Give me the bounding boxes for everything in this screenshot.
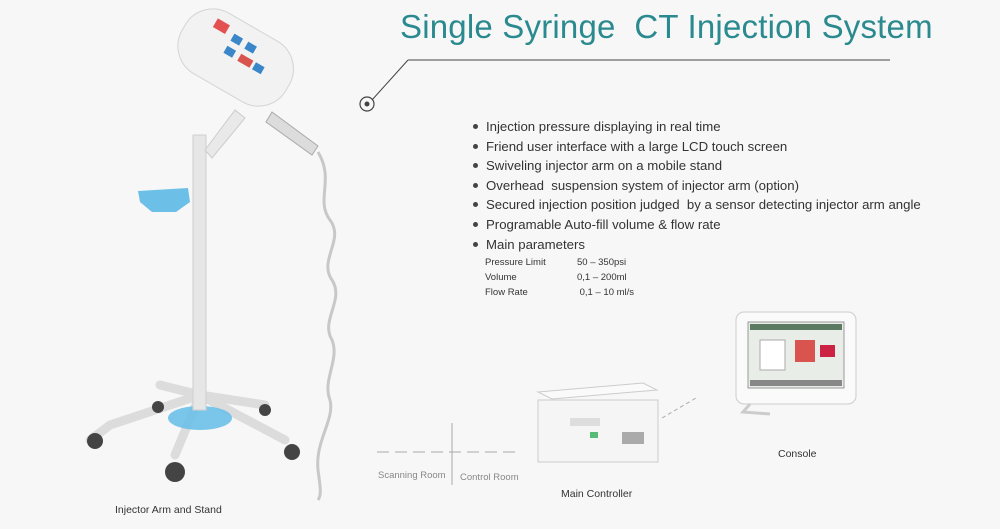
control-room-label: Control Room <box>460 472 519 483</box>
callout-pointer <box>371 59 890 101</box>
param-row: Flow Rate 0,1 – 10 ml/s <box>485 285 634 300</box>
param-value: 0,1 – 200ml <box>577 272 627 283</box>
room-divider <box>377 423 520 485</box>
feature-item: Swiveling injector arm on a mobile stand <box>470 156 921 176</box>
page-title: Single Syringe CT Injection System <box>400 8 933 45</box>
feature-item: Programable Auto-fill volume & flow rate <box>470 215 921 235</box>
param-row: Pressure Limit 50 – 350psi <box>485 255 634 270</box>
param-row: Volume 0,1 – 200ml <box>485 270 634 285</box>
feature-item: Overhead suspension system of injector a… <box>470 176 921 196</box>
scanning-room-label: Scanning Room <box>378 470 446 481</box>
param-label: Volume <box>485 272 517 283</box>
console-caption: Console <box>778 448 817 460</box>
injector-stand <box>85 8 338 501</box>
console-device <box>735 311 857 416</box>
injector-caption: Injector Arm and Stand <box>115 504 222 516</box>
feature-item: Main parameters <box>470 235 921 255</box>
target-icon <box>359 96 375 112</box>
main-controller-caption: Main Controller <box>561 488 633 500</box>
feature-list: Injection pressure displaying in real ti… <box>470 117 921 254</box>
feature-item: Injection pressure displaying in real ti… <box>470 117 921 137</box>
parameters-table: Pressure Limit 50 – 350psi Volume 0,1 – … <box>485 255 634 300</box>
param-label: Pressure Limit <box>485 257 546 268</box>
feature-item: Friend user interface with a large LCD t… <box>470 137 921 157</box>
param-value: 50 – 350psi <box>577 257 627 268</box>
feature-item: Secured injection position judged by a s… <box>470 195 921 215</box>
main-controller-device <box>536 382 659 463</box>
param-value: 0,1 – 10 ml/s <box>577 287 635 298</box>
param-label: Flow Rate <box>485 287 528 298</box>
